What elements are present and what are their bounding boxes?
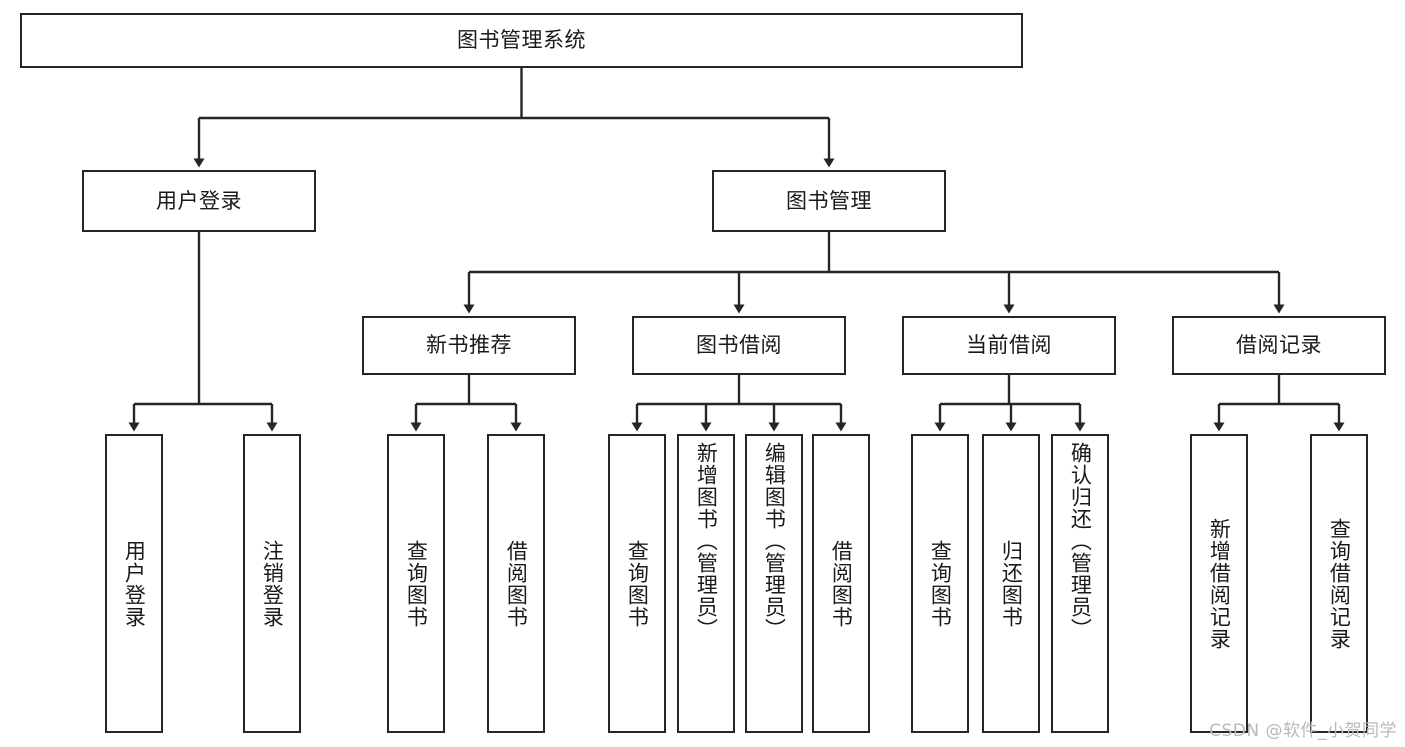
leaf-user-login-label: 用户登录 [122,539,147,628]
leaf-user-login[interactable]: 用户登录 [105,434,163,733]
leaf-query-borrow-record-label: 查询借阅记录 [1327,517,1352,650]
leaf-query-book-recommend[interactable]: 查询图书 [387,434,445,733]
leaf-add-book-admin[interactable]: 新增图书（管理员） [677,434,735,733]
leaf-query-borrow-record[interactable]: 查询借阅记录 [1310,434,1368,733]
node-book-borrow-label: 图书借阅 [696,333,782,358]
connector-lines [128,68,1345,432]
leaf-query-book-borrow[interactable]: 查询图书 [608,434,666,733]
leaf-add-borrow-record-label: 新增借阅记录 [1207,517,1232,650]
leaf-add-book-admin-label: 新增图书（管理员） [694,442,719,640]
node-new-book-recommend-label: 新书推荐 [426,333,512,358]
leaf-return-book-label: 归还图书 [999,539,1024,628]
leaf-borrow-book-recommend-label: 借阅图书 [504,539,529,628]
leaf-logout[interactable]: 注销登录 [243,434,301,733]
node-current-borrow-label: 当前借阅 [966,333,1052,358]
node-book-management-label: 图书管理 [786,188,872,213]
node-new-book-recommend[interactable]: 新书推荐 [362,316,576,375]
leaf-borrow-book[interactable]: 借阅图书 [812,434,870,733]
leaf-return-book[interactable]: 归还图书 [982,434,1040,733]
leaf-add-borrow-record[interactable]: 新增借阅记录 [1190,434,1248,733]
leaf-edit-book-admin[interactable]: 编辑图书（管理员） [745,434,803,733]
node-root-label: 图书管理系统 [457,28,586,53]
leaf-query-book-current-label: 查询图书 [928,539,953,628]
node-book-management[interactable]: 图书管理 [712,170,946,232]
node-root[interactable]: 图书管理系统 [20,13,1023,68]
leaf-logout-label: 注销登录 [260,539,285,628]
leaf-query-book-current[interactable]: 查询图书 [911,434,969,733]
node-book-borrow[interactable]: 图书借阅 [632,316,846,375]
node-current-borrow[interactable]: 当前借阅 [902,316,1116,375]
leaf-confirm-return-admin-label: 确认归还（管理员） [1068,442,1093,640]
leaf-query-book-borrow-label: 查询图书 [625,539,650,628]
leaf-edit-book-admin-label: 编辑图书（管理员） [762,442,787,640]
leaf-borrow-book-recommend[interactable]: 借阅图书 [487,434,545,733]
leaf-query-book-recommend-label: 查询图书 [404,539,429,628]
node-borrow-record-label: 借阅记录 [1236,333,1322,358]
node-user-login[interactable]: 用户登录 [82,170,316,232]
leaf-borrow-book-label: 借阅图书 [829,539,854,628]
node-user-login-label: 用户登录 [156,188,242,213]
leaf-confirm-return-admin[interactable]: 确认归还（管理员） [1051,434,1109,733]
node-borrow-record[interactable]: 借阅记录 [1172,316,1386,375]
